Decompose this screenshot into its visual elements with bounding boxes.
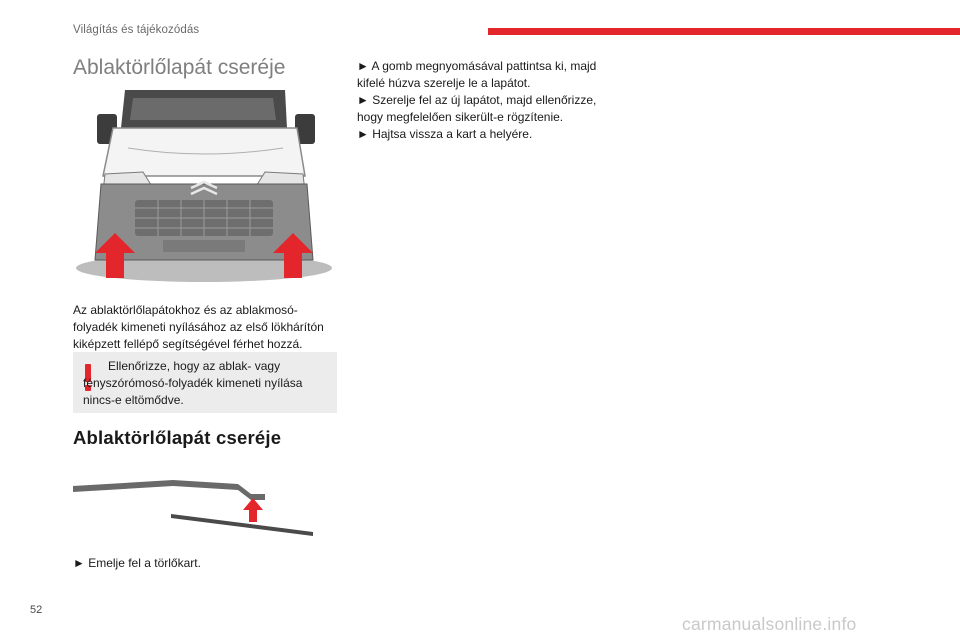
warning-text: Ellenőrizze, hogy az ablak- vagy fényszó… (83, 359, 303, 407)
chapter-header: Világítás és tájékozódás (73, 24, 200, 36)
step-fit-new-blade: ► Szerelje fel az új lapátot, majd ellen… (357, 93, 597, 124)
wiper-arm-illustration (73, 480, 313, 536)
step-remove-blade: ► A gomb megnyomásával pattintsa ki, maj… (357, 59, 597, 90)
steps-list: ► A gomb megnyomásával pattintsa ki, maj… (357, 58, 607, 143)
watermark-text: carmanualsonline.info (682, 614, 857, 634)
section-title: Ablaktörlőlapát cseréje (73, 56, 286, 79)
subsection-title: Ablaktörlőlapát cseréje (73, 427, 282, 448)
intro-paragraph: Az ablaktörlőlapátokhoz és az ablakmosó-… (73, 303, 324, 351)
page-number: 52 (30, 604, 43, 616)
exclamation-icon (85, 364, 91, 391)
step-raise-arm: ► Emelje fel a törlőkart. (73, 556, 201, 570)
van-front-illustration (76, 90, 332, 282)
warning-box: Ellenőrizze, hogy az ablak- vagy fényszó… (73, 352, 337, 413)
step-fold-back-arm: ► Hajtsa vissza a kart a helyére. (357, 127, 533, 141)
header-accent-bar (488, 28, 960, 35)
